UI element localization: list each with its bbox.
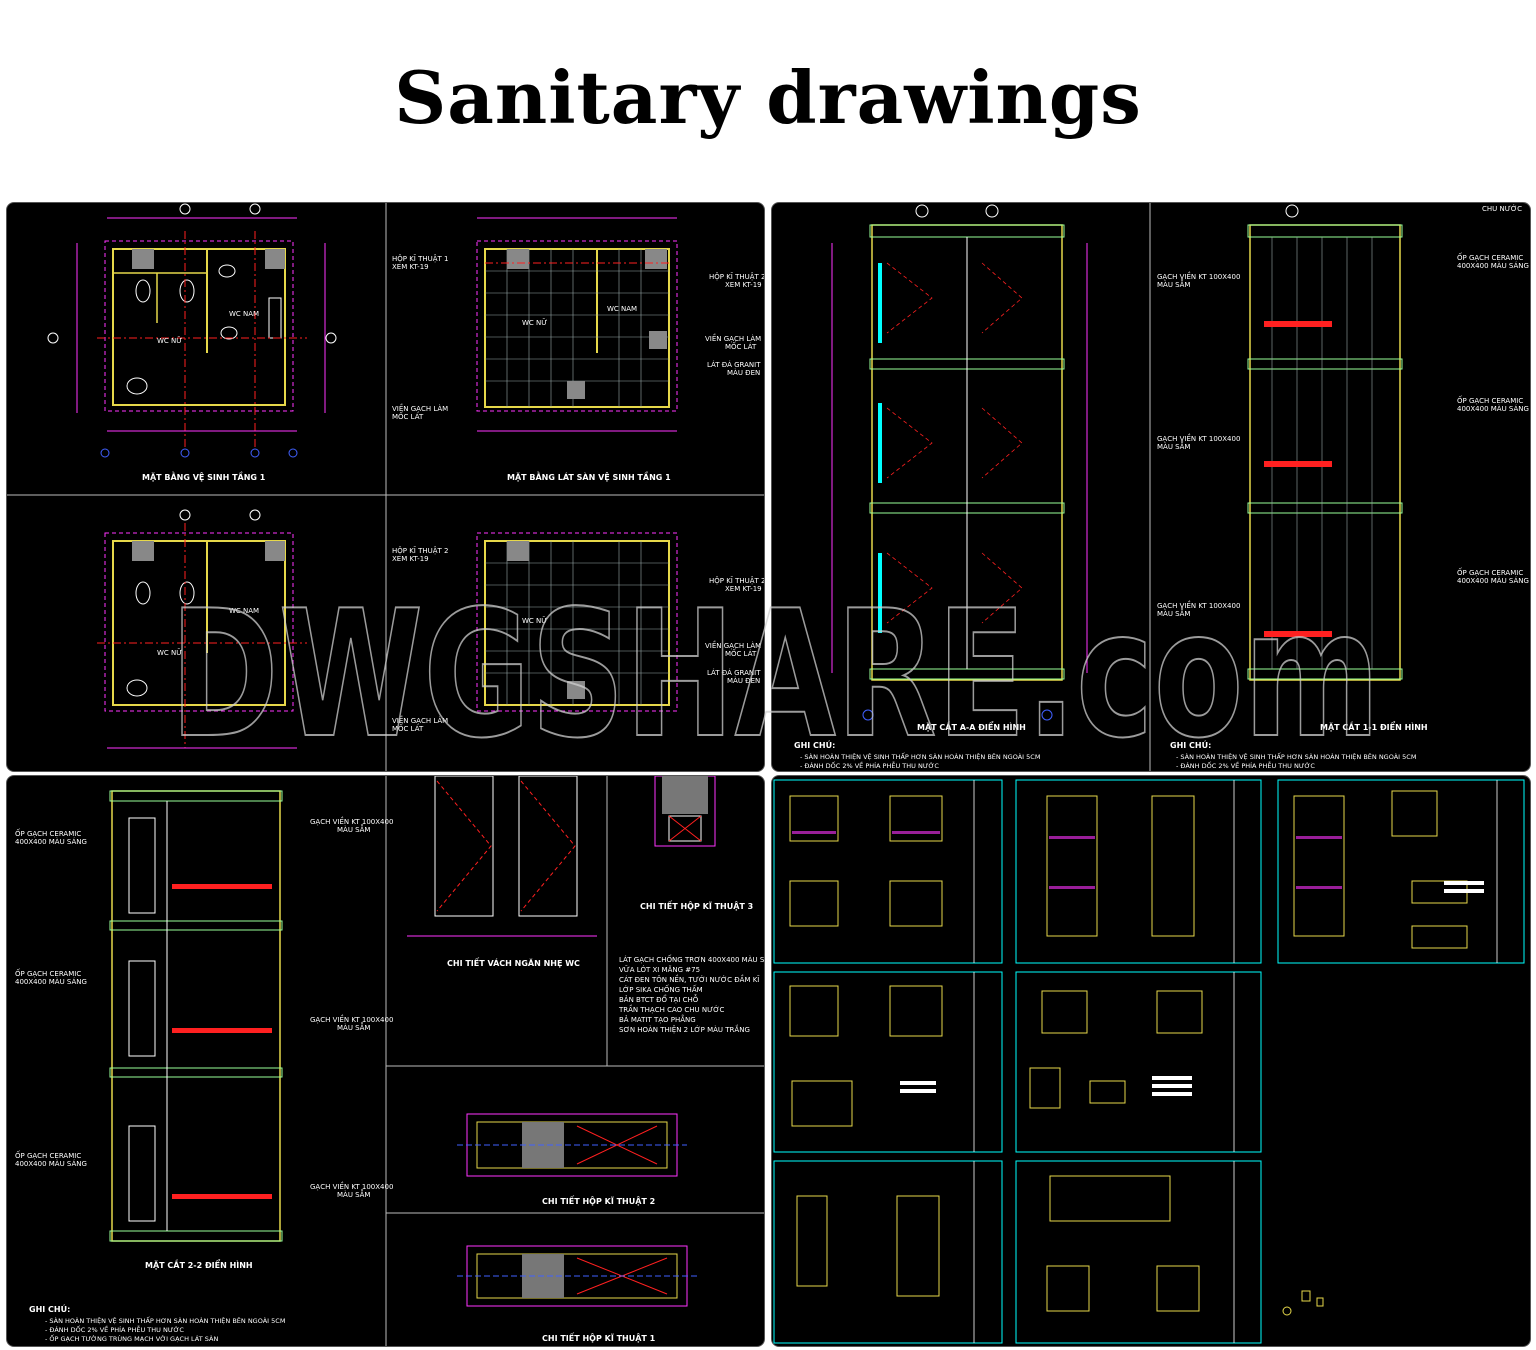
floor-plans-panel[interactable]: WC NỮ WC NAM MẶT BẰNG VỆ SINH TẦNG 1 WC … bbox=[6, 202, 765, 772]
moc-lat-label-d: MỐC LÁT bbox=[392, 723, 424, 733]
hop3-detail: CHI TIẾT HỘP KĨ THUẬT 3 bbox=[640, 776, 753, 911]
sections-panel[interactable]: MẶT CẮT A-A ĐIỂN HÌNH MẶT CẮT 1-1 ĐIỂN H… bbox=[771, 202, 1531, 772]
gach-vien-c2: GẠCH VIỀN KT 100X400 bbox=[310, 1014, 393, 1024]
wc-nu-label-2: WC NỮ bbox=[522, 318, 547, 327]
kem2-label: XEM KT-19 bbox=[725, 281, 762, 289]
vien-gach-label-d: VIỀN GẠCH LÀM bbox=[392, 715, 448, 725]
hop2-title: CHI TIẾT HỘP KĨ THUẬT 2 bbox=[542, 1194, 655, 1206]
note-c1: - SÀN HOÀN THIỆN VỆ SINH THẤP HƠN SÀN HO… bbox=[45, 1315, 285, 1325]
op-gach-c2: ỐP GẠCH CERAMIC bbox=[15, 968, 81, 978]
gach-vien-color-c1: MÀU SẪM bbox=[337, 824, 370, 834]
note-b2-2: - ĐÁNH DỐC 2% VỀ PHÍA PHỄU THU NƯỚC bbox=[1176, 760, 1315, 770]
partition-title: CHI TIẾT VÁCH NGĂN NHẸ WC bbox=[447, 956, 580, 968]
toilet-floor-tile-plan-2: WC NỮ HỘP KĨ THUẬT 2 XEM KT-19 HỘP KĨ TH… bbox=[392, 532, 764, 733]
op-gach-c1: ỐP GẠCH CERAMIC bbox=[15, 828, 81, 838]
granit-label: LÁT ĐÁ GRANIT bbox=[707, 360, 761, 369]
hop2-label: HỘP KĨ THUẬT 2 bbox=[709, 272, 764, 281]
gach-vien-label-1: GẠCH VIỀN KT 100X400 bbox=[1157, 271, 1240, 281]
layer-7: BẢ MATIT TẠO PHẲNG bbox=[619, 1014, 696, 1024]
gach-vien-color-1: MÀU SẪM bbox=[1157, 279, 1190, 289]
vien-gach-label-b: VIỀN GẠCH LÀM bbox=[392, 403, 448, 413]
hop2-detail: CHI TIẾT HỘP KĨ THUẬT 2 bbox=[457, 1113, 687, 1206]
layer-6: TRẦN THẠCH CAO CHU NƯỚC bbox=[618, 1004, 725, 1014]
toilet-floor-plan-1: WC NỮ WC NAM MẶT BẰNG VỆ SINH TẦNG 1 bbox=[47, 203, 337, 482]
plan2-title: MẶT BẰNG LÁT SÀN VỆ SINH TẦNG 1 bbox=[507, 470, 671, 482]
note-b1-2: - ĐÁNH DỐC 2% VỀ PHÍA PHỄU THU NƯỚC bbox=[800, 760, 939, 770]
gach-vien-c3: GẠCH VIỀN KT 100X400 bbox=[310, 1181, 393, 1191]
gach-vien-color-2: MÀU SẪM bbox=[1157, 441, 1190, 451]
op-gach-label-3: ỐP GẠCH CERAMIC bbox=[1457, 567, 1523, 577]
plan1-title: MẶT BẰNG VỆ SINH TẦNG 1 bbox=[142, 470, 266, 482]
op-gach-size-2: 400X400 MÀU SÁNG bbox=[1457, 404, 1529, 413]
layer-2: VỮA LÓT XI MĂNG #75 bbox=[619, 965, 700, 974]
kem1-label: XEM KT-19 bbox=[392, 263, 429, 271]
note-c2: - ĐÁNH DỐC 2% VỀ PHÍA PHỄU THU NƯỚC bbox=[45, 1324, 184, 1334]
notes-title-c: GHI CHÚ: bbox=[29, 1303, 70, 1314]
sheet-overview-panel[interactable] bbox=[771, 775, 1531, 1347]
hop3-title: CHI TIẾT HỘP KĨ THUẬT 3 bbox=[640, 899, 753, 911]
moc-lat-label-b: MỐC LÁT bbox=[392, 411, 424, 421]
section-22-drawing: MẶT CẮT 2-2 ĐIỂN HÌNH ỐP GẠCH CERAMIC 40… bbox=[15, 790, 393, 1270]
gach-vien-label-3: GẠCH VIỀN KT 100X400 bbox=[1157, 600, 1240, 610]
section-11-drawing: MẶT CẮT 1-1 ĐIỂN HÌNH CHU NƯỚC ỐP GẠCH C… bbox=[1157, 204, 1529, 732]
layer-5: BẢN BTCT ĐỔ TẠI CHỖ bbox=[619, 994, 699, 1004]
vien-gach-label: VIỀN GẠCH LÀM bbox=[705, 333, 761, 343]
hop1-label: HỘP KĨ THUẬT 1 bbox=[392, 254, 449, 263]
gach-vien-color-3: MÀU SẪM bbox=[1157, 608, 1190, 618]
vien-gach-label-c: VIỀN GẠCH LÀM bbox=[705, 640, 761, 650]
hop-label-b1: HỘP KĨ THUẬT 2 bbox=[392, 546, 449, 555]
gach-vien-label-2: GẠCH VIỀN KT 100X400 bbox=[1157, 433, 1240, 443]
mau-den-label: MÀU ĐEN bbox=[727, 368, 760, 377]
op-gach-c3: ỐP GẠCH CERAMIC bbox=[15, 1150, 81, 1160]
gach-vien-color-c2: MÀU SẪM bbox=[337, 1022, 370, 1032]
layer-8: SƠN HOÀN THIỆN 2 LỚP MÀU TRẮNG bbox=[619, 1024, 750, 1034]
layer-1: LÁT GẠCH CHỐNG TRƠN 400X400 MÀU SÁNG bbox=[619, 954, 764, 964]
toilet-floor-tile-plan-1: WC NỮ WC NAM HỘP KĨ THUẬT 1 XEM KT-19 HỘ… bbox=[392, 217, 764, 482]
floor-layers-list: LÁT GẠCH CHỐNG TRƠN 400X400 MÀU SÁNG VỮA… bbox=[618, 954, 764, 1034]
granit-label-c: LÁT ĐÁ GRANIT bbox=[707, 668, 761, 677]
kem-label-b1: XEM KT-19 bbox=[392, 555, 429, 563]
moc-lat-label-c: MỐC LÁT bbox=[725, 648, 757, 658]
op-gach-label-2: ỐP GẠCH CERAMIC bbox=[1457, 395, 1523, 405]
gach-vien-color-c3: MÀU SẪM bbox=[337, 1189, 370, 1199]
op-gach-label-1: ỐP GẠCH CERAMIC bbox=[1457, 252, 1523, 262]
details-panel[interactable]: MẶT CẮT 2-2 ĐIỂN HÌNH ỐP GẠCH CERAMIC 40… bbox=[6, 775, 765, 1347]
partition-detail: CHI TIẾT VÁCH NGĂN NHẸ WC bbox=[407, 776, 597, 968]
section-aa-title: MẶT CẮT A-A ĐIỂN HÌNH bbox=[917, 720, 1026, 732]
note-b2-1: - SÀN HOÀN THIỆN VỆ SINH THẤP HƠN SÀN HO… bbox=[1176, 751, 1416, 761]
wc-nu-label-3: WC NỮ bbox=[157, 648, 182, 657]
hop1-title: CHI TIẾT HỘP KĨ THUẬT 1 bbox=[542, 1331, 656, 1343]
note-c3: - ỐP GẠCH TƯỜNG TRÙNG MẠCH VỚI GẠCH LÁT … bbox=[45, 1333, 218, 1343]
hop-label-b2: HỘP KĨ THUẬT 2 bbox=[709, 576, 764, 585]
section-aa-drawing: MẶT CẮT A-A ĐIỂN HÌNH bbox=[831, 204, 1088, 732]
chu-nuoc-label: CHU NƯỚC bbox=[1482, 204, 1522, 213]
kem-label-b2: XEM KT-19 bbox=[725, 585, 762, 593]
op-gach-size-c2: 400X400 MÀU SÁNG bbox=[15, 977, 87, 986]
op-gach-size-c1: 400X400 MÀU SÁNG bbox=[15, 837, 87, 846]
notes-title-b2: GHI CHÚ: bbox=[1170, 739, 1211, 750]
wc-nam-label-2: WC NAM bbox=[607, 305, 637, 313]
wc-nu-label-4: WC NỮ bbox=[522, 616, 547, 625]
moc-lat-label: MỐC LÁT bbox=[725, 341, 757, 351]
mau-den-label-c: MÀU ĐEN bbox=[727, 676, 760, 685]
wc-nam-label-3: WC NAM bbox=[229, 607, 259, 615]
gach-vien-c1: GẠCH VIỀN KT 100X400 bbox=[310, 816, 393, 826]
note-b1-1: - SÀN HOÀN THIỆN VỆ SINH THẤP HƠN SÀN HO… bbox=[800, 751, 1040, 761]
layer-3: CÁT ĐEN TÔN NỀN, TƯỚI NƯỚC ĐẦM KĨ bbox=[619, 974, 760, 984]
op-gach-size-3: 400X400 MÀU SÁNG bbox=[1457, 576, 1529, 585]
layer-4: LỚP SIKA CHỐNG THẤM bbox=[619, 984, 703, 994]
section-11-title: MẶT CẮT 1-1 ĐIỂN HÌNH bbox=[1320, 720, 1428, 732]
op-gach-size-c3: 400X400 MÀU SÁNG bbox=[15, 1159, 87, 1168]
wc-nu-label: WC NỮ bbox=[157, 336, 182, 345]
section-22-title: MẶT CẮT 2-2 ĐIỂN HÌNH bbox=[145, 1258, 253, 1270]
wc-nam-label: WC NAM bbox=[229, 310, 259, 318]
notes-title-b1: GHI CHÚ: bbox=[794, 739, 835, 750]
toilet-floor-plan-2: WC NỮ WC NAM bbox=[97, 509, 307, 749]
hop1-detail: CHI TIẾT HỘP KĨ THUẬT 1 bbox=[457, 1245, 697, 1343]
page-title: Sanitary drawings bbox=[394, 55, 1142, 140]
op-gach-size-1: 400X400 MÀU SÁNG bbox=[1457, 261, 1529, 270]
